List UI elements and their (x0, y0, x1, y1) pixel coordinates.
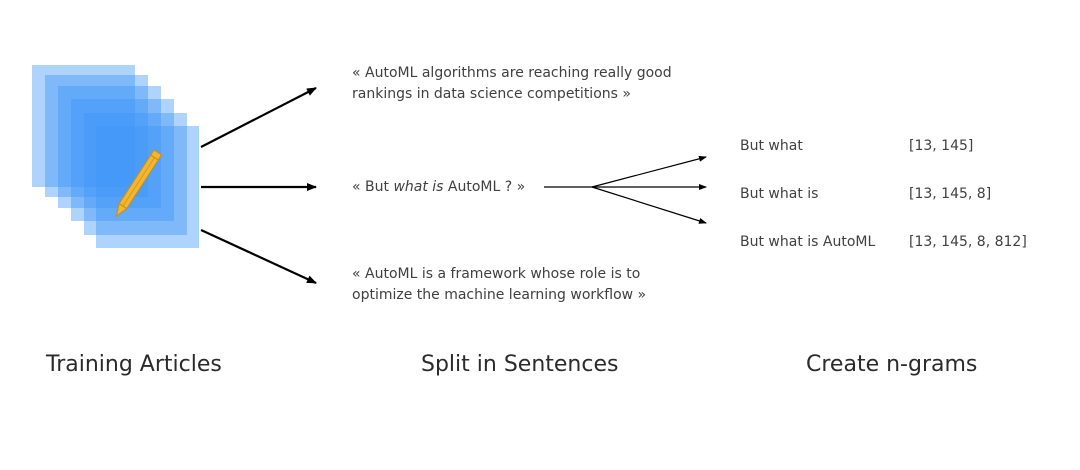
sentence-1-line-1: « AutoML algorithms are reaching really … (352, 65, 672, 81)
sentence-2-prefix: « But (352, 179, 394, 195)
arrow-to-ngram-3 (591, 186, 707, 224)
sentence-2-italic: what is (393, 179, 444, 195)
ngram-text-1: But what (740, 138, 803, 154)
sentence-2: « But what is AutoML ? » (352, 177, 525, 198)
sentence-3-line-2: optimize the machine learning workflow » (352, 287, 647, 303)
caption-training-articles: Training Articles (46, 352, 222, 377)
sentence-1: « AutoML algorithms are reaching really … (352, 63, 672, 105)
arrow-to-sentence-3 (200, 229, 317, 284)
sentence-3: « AutoML is a framework whose role is to… (352, 264, 646, 306)
document-stack-icon (32, 65, 199, 248)
sentence-3-line-1: « AutoML is a framework whose role is to (352, 266, 641, 282)
ngram-ids-1: [13, 145] (909, 138, 974, 154)
pencil-icon (115, 149, 163, 218)
arrow-to-sentence-1 (200, 87, 317, 148)
caption-split-in-sentences: Split in Sentences (421, 352, 619, 377)
ngram-text-3: But what is AutoML (740, 234, 876, 250)
ngram-text-2: But what is (740, 186, 819, 202)
sentence-1-line-2: rankings in data science competitions » (352, 86, 631, 102)
sentence-2-suffix: AutoML ? » (443, 179, 526, 195)
arrow-to-ngram-1 (591, 155, 707, 188)
ngram-ids-2: [13, 145, 8] (909, 186, 992, 202)
caption-create-ngrams: Create n-grams (806, 352, 978, 377)
ngram-ids-3: [13, 145, 8, 812] (909, 234, 1027, 250)
